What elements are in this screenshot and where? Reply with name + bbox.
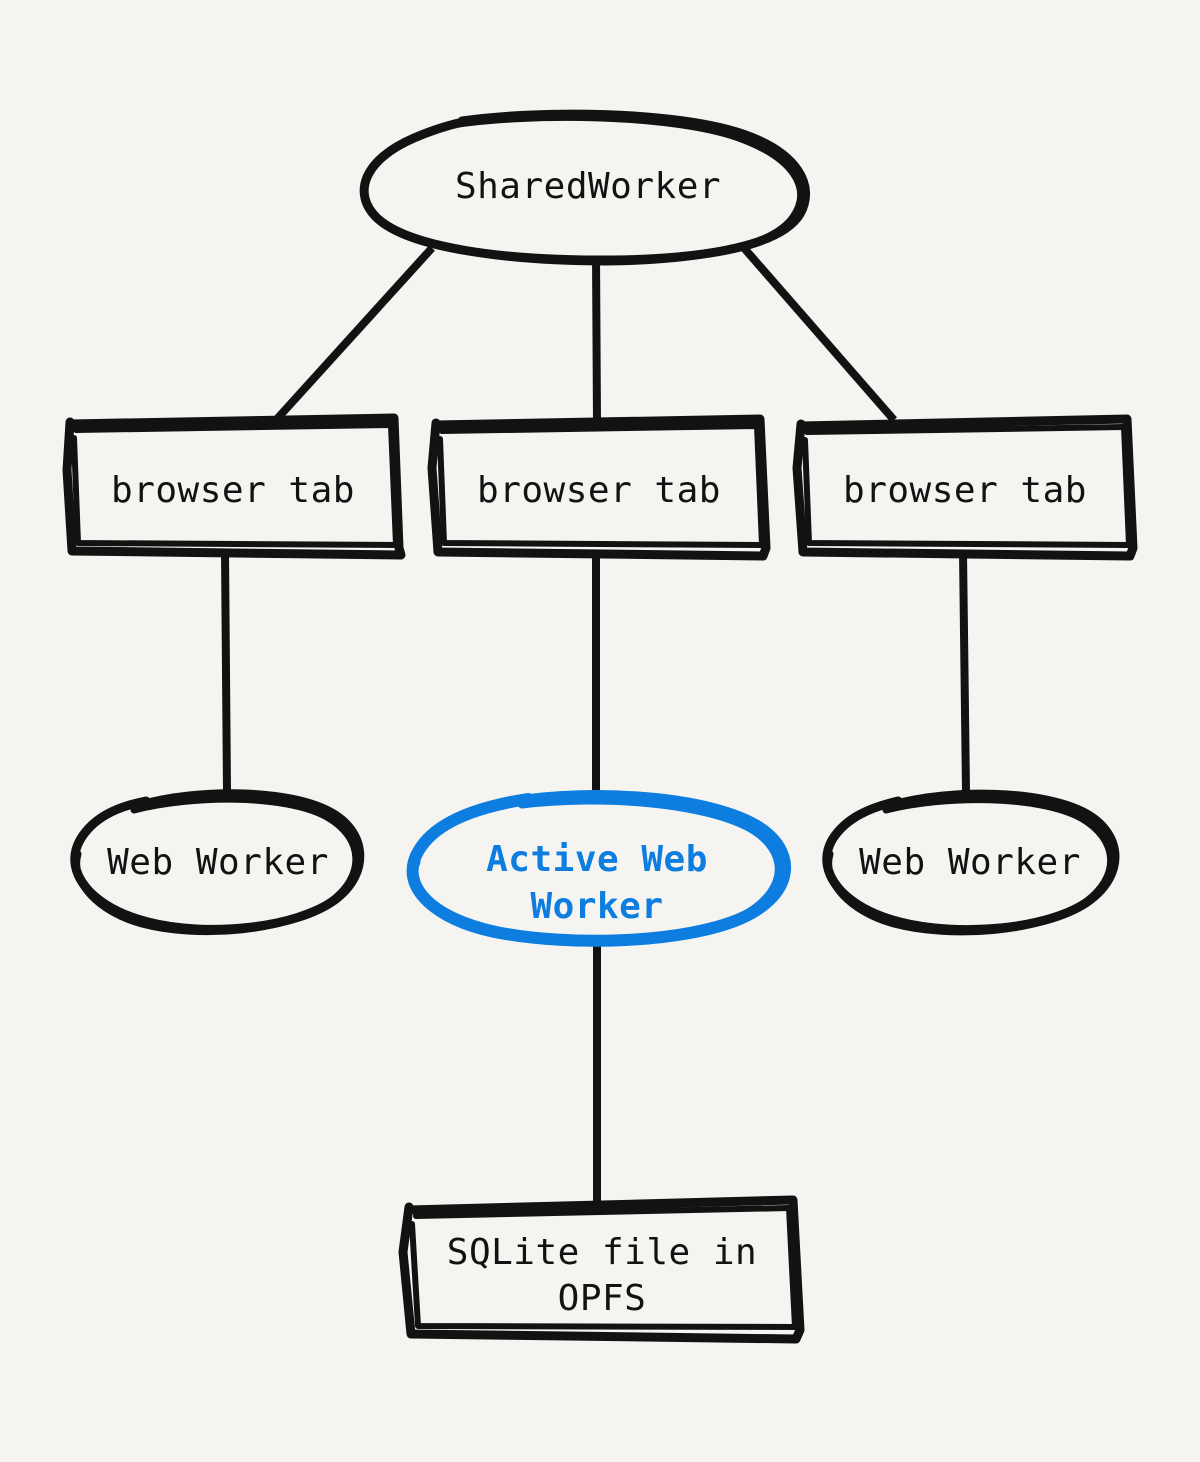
tab-middle-label: browser tab (477, 470, 721, 511)
tab-left-rect-fill (68, 420, 398, 553)
node-worker-right[interactable]: Web Worker (816, 789, 1120, 936)
tab-middle-rect-fill (434, 420, 764, 553)
edge-sharedworker-to-tab-middle (592, 255, 601, 423)
tab-left-rect-outline-pass2 (71, 422, 399, 548)
storage-label-line1: SQLite file in (447, 1232, 757, 1273)
tab-right-rect-fill (799, 420, 1131, 553)
shared-worker-label: SharedWorker (455, 166, 721, 207)
edge-sharedworker-to-tab-left (273, 245, 435, 423)
shared-worker-ellipse-outline-pass2 (370, 113, 805, 266)
edge-tab-right-to-worker-right (959, 551, 970, 793)
storage-rect-fill (406, 1203, 798, 1335)
node-tab-right[interactable]: browser tab (792, 414, 1138, 561)
worker-middle-label-line2: Worker (530, 886, 663, 927)
worker-middle-ellipse-fill (407, 792, 787, 940)
node-worker-middle-active[interactable]: Active Web Worker (406, 790, 792, 947)
worker-right-ellipse-outline-pass2 (825, 796, 1115, 936)
worker-left-label: Web Worker (107, 842, 329, 883)
worker-middle-ellipse-outline-pass2 (408, 795, 784, 947)
tab-right-rect-outline-pass2 (802, 424, 1132, 548)
storage-rect-outline-pass2 (409, 1205, 798, 1330)
worker-left-ellipse-outline-pass2 (73, 795, 360, 936)
shared-worker-ellipse-fill (366, 115, 810, 257)
tab-middle-rect-outline-pass2 (437, 423, 765, 548)
edge-group (221, 245, 970, 1204)
tab-right-rect-outline (792, 414, 1138, 561)
tab-left-label: browser tab (111, 470, 355, 511)
edge-tab-left-to-worker-left (221, 551, 231, 793)
tab-middle-rect-outline (427, 414, 771, 561)
worker-right-ellipse-fill (816, 794, 1120, 934)
storage-label-line2: OPFS (558, 1278, 647, 1319)
tab-right-label: browser tab (843, 470, 1087, 511)
tab-left-rect-outline (62, 413, 406, 560)
worker-middle-label-line1: Active Web (486, 839, 708, 880)
node-shared-worker[interactable]: SharedWorker (359, 109, 811, 266)
node-storage-sqlite-opfs[interactable]: SQLite file in OPFS (398, 1195, 805, 1344)
worker-right-label: Web Worker (859, 842, 1081, 883)
edge-sharedworker-to-tab-right (740, 245, 898, 423)
storage-rect-outline (398, 1195, 805, 1344)
worker-left-ellipse-fill (65, 794, 365, 934)
node-worker-left[interactable]: Web Worker (65, 789, 365, 936)
node-tab-left[interactable]: browser tab (62, 413, 406, 560)
node-tab-middle[interactable]: browser tab (427, 414, 771, 561)
